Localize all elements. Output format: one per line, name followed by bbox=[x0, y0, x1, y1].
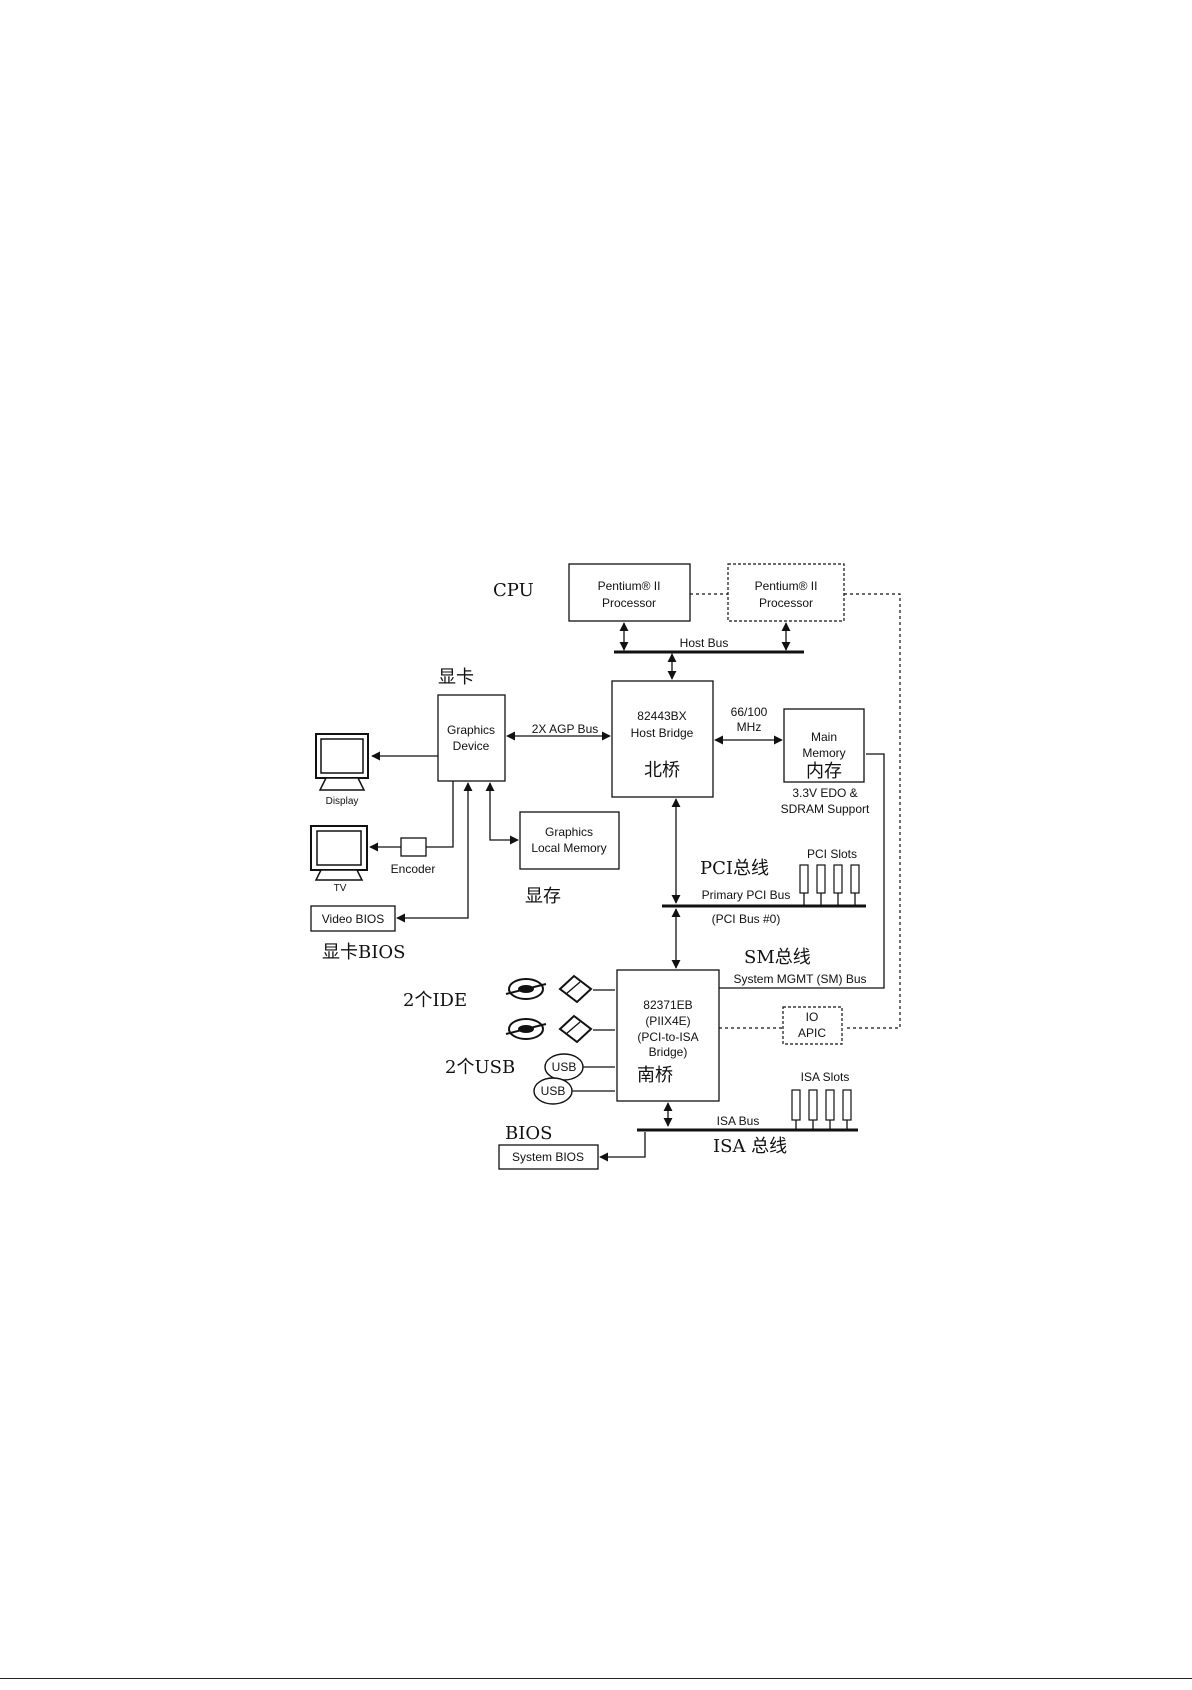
cpu-label: CPU bbox=[493, 580, 534, 601]
encoder-label: Encoder bbox=[391, 862, 436, 876]
pci-slots-label: PCI Slots bbox=[807, 847, 857, 861]
usb-cn-label: 2个USB bbox=[445, 1057, 515, 1078]
usb-port-1-icon: USB bbox=[544, 1053, 584, 1081]
memory-note-line2: SDRAM Support bbox=[781, 802, 870, 816]
graphics-device-box: Graphics Device bbox=[437, 694, 506, 782]
isa-slots-label: ISA Slots bbox=[801, 1070, 850, 1084]
isa-slots bbox=[791, 1089, 852, 1130]
cpu-1-type: Processor bbox=[602, 596, 656, 610]
video-bios-label: Video BIOS bbox=[322, 912, 384, 926]
north-bridge-cn: 北桥 bbox=[644, 760, 680, 781]
south-bridge-type: (PCI-to-ISA bbox=[637, 1030, 698, 1044]
south-bridge-cn: 南桥 bbox=[637, 1065, 673, 1086]
usb-port-1-label: USB bbox=[552, 1060, 577, 1074]
io-apic-line1: IO bbox=[806, 1010, 819, 1024]
video-bios-box: Video BIOS bbox=[310, 905, 396, 932]
tv-label: TV bbox=[334, 883, 347, 894]
system-bios-box: System BIOS bbox=[498, 1144, 599, 1170]
tv-icon bbox=[310, 825, 368, 881]
south-bridge-type2: Bridge) bbox=[649, 1045, 688, 1059]
ide-cn-label: 2个IDE bbox=[403, 990, 467, 1011]
graphics-local-memory-box: Graphics Local Memory bbox=[519, 811, 620, 870]
encoder-box bbox=[400, 837, 427, 857]
cpu-2-box: Pentium® II Processor bbox=[727, 563, 845, 622]
main-memory-line2: Memory bbox=[802, 746, 845, 760]
io-apic-line2: APIC bbox=[798, 1026, 826, 1040]
north-bridge-box: 82443BX Host Bridge 北桥 bbox=[611, 680, 714, 798]
pci-cn-label: PCI总线 bbox=[700, 858, 769, 879]
main-memory-line1: Main bbox=[811, 730, 837, 744]
memory-freq-line2: MHz bbox=[737, 720, 762, 734]
page-bottom-rule bbox=[0, 1678, 1192, 1679]
south-bridge-model: 82371EB bbox=[643, 998, 692, 1012]
graphics-local-memory-line1: Graphics bbox=[545, 825, 593, 839]
cpu-2-name: Pentium® II bbox=[755, 579, 818, 593]
south-bridge-name: (PIIX4E) bbox=[645, 1014, 690, 1028]
display-monitor-icon bbox=[315, 733, 369, 791]
bios-cn-label: BIOS bbox=[505, 1123, 552, 1144]
usb-port-2-label: USB bbox=[541, 1084, 566, 1098]
cpu-1-name: Pentium® II bbox=[598, 579, 661, 593]
north-bridge-model: 82443BX bbox=[637, 709, 686, 723]
isa-bus-label: ISA Bus bbox=[717, 1114, 760, 1128]
video-bios-cn-label: 显卡BIOS bbox=[322, 942, 405, 963]
memory-note-line1: 3.3V EDO & bbox=[792, 786, 857, 800]
host-bus-label: Host Bus bbox=[680, 636, 729, 650]
graphics-local-memory-line2: Local Memory bbox=[531, 841, 606, 855]
isa-cn-label: ISA 总线 bbox=[713, 1136, 787, 1157]
sm-bus-label: System MGMT (SM) Bus bbox=[733, 972, 866, 986]
main-memory-box: Main Memory 内存 bbox=[783, 708, 865, 783]
usb-port-2-icon: USB bbox=[533, 1077, 573, 1105]
north-bridge-name: Host Bridge bbox=[631, 726, 694, 740]
ide-disk-1-icon bbox=[505, 974, 593, 1004]
cpu-2-type: Processor bbox=[759, 596, 813, 610]
io-apic-box: IO APIC bbox=[782, 1006, 843, 1045]
south-bridge-box: 82371EB (PIIX4E) (PCI-to-ISA Bridge) 南桥 bbox=[616, 969, 720, 1102]
pci-slots bbox=[799, 864, 860, 906]
main-memory-cn: 内存 bbox=[806, 761, 842, 782]
ide-disk-2-icon bbox=[505, 1014, 593, 1044]
system-bios-label: System BIOS bbox=[512, 1150, 584, 1164]
pci-bus-0-label: (PCI Bus #0) bbox=[712, 912, 781, 926]
memory-freq-line1: 66/100 bbox=[731, 705, 768, 719]
sm-cn-label: SM总线 bbox=[744, 947, 811, 968]
vram-cn-label: 显存 bbox=[525, 886, 561, 907]
graphics-device-line2: Device bbox=[453, 739, 490, 753]
graphics-cn-label: 显卡 bbox=[438, 667, 474, 688]
display-label: Display bbox=[326, 796, 359, 807]
graphics-device-line1: Graphics bbox=[447, 723, 495, 737]
cpu-1-box: Pentium® II Processor bbox=[568, 563, 691, 622]
primary-pci-label: Primary PCI Bus bbox=[702, 888, 791, 902]
agp-bus-label: 2X AGP Bus bbox=[532, 722, 599, 736]
